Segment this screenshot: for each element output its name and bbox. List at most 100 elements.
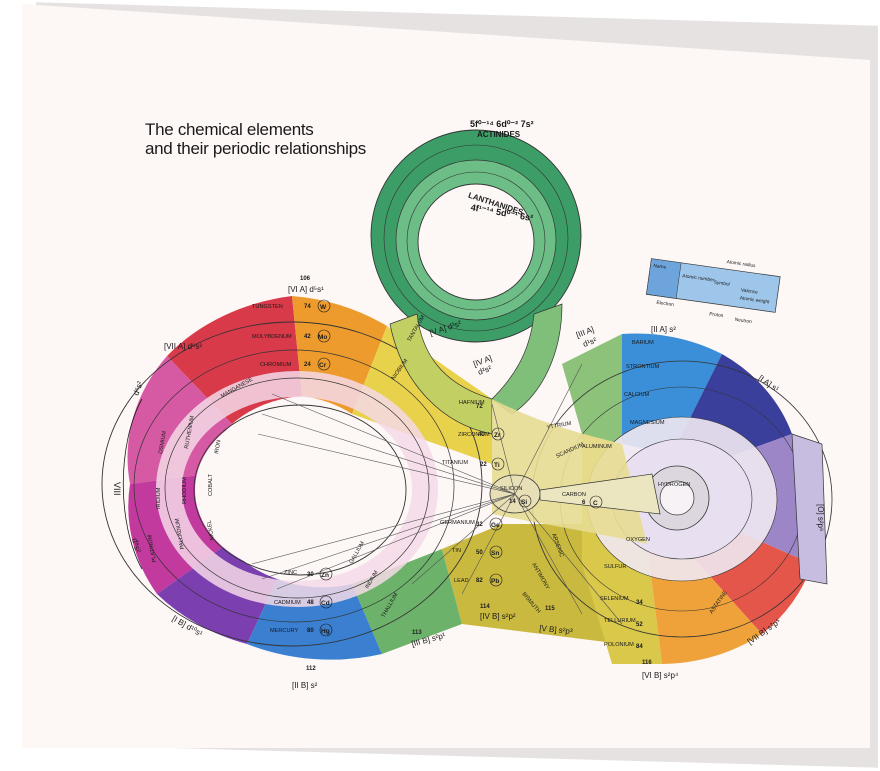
viii-bracket: [122, 398, 143, 570]
num-zn: 30: [307, 572, 314, 578]
title-line-2: and their periodic relationships: [145, 139, 366, 158]
loop-line-d: [406, 171, 546, 311]
page-title: The chemical elements and their periodic…: [145, 120, 366, 158]
el-hydrogen: HYDROGEN: [658, 482, 690, 488]
num-si: 14: [509, 499, 516, 505]
el-tungsten: TUNGSTEN: [252, 304, 283, 310]
el-titanium: TITANIUM: [442, 460, 468, 466]
num-se: 34: [636, 600, 643, 606]
num-te: 52: [636, 622, 643, 628]
el-osmium: OSMIUM: [158, 430, 168, 454]
carbon-wedge: [539, 473, 661, 515]
num-113: 113: [412, 630, 422, 636]
sym-cr-circle: [317, 357, 331, 371]
actinides-config: 5f⁰⁻¹⁴ 6d⁰⁻² 7s²: [470, 119, 534, 129]
group-vib: [VI B] s²p⁴: [642, 671, 679, 680]
el-carbon: CARBON: [562, 492, 586, 498]
sym-w: W: [320, 304, 327, 311]
num-mo: 42: [304, 334, 311, 340]
sector-yellow: [352, 326, 492, 464]
sym-ti: Ti: [494, 462, 500, 469]
num-115: 115: [545, 606, 555, 612]
el-molybdenum: MOLYBDENUM: [252, 334, 292, 340]
num-cd: 48: [307, 600, 314, 606]
el-strontium: STRONTIUM: [626, 364, 660, 370]
el-sulfur: SULFUR: [604, 564, 626, 570]
el-germanium: GERMANIUM: [440, 520, 475, 526]
left-ring: [101, 296, 622, 660]
num-zr: 40: [478, 432, 485, 438]
group-via: [VI A] d⁵s¹: [288, 285, 324, 294]
el-rhodium: RHODIUM: [182, 477, 188, 504]
group-iib: [II B] s²: [292, 681, 318, 690]
sym-zr: Zr: [494, 432, 501, 439]
legend-atomic-number: Atomic number: [682, 273, 715, 283]
sym-zr-circle: [491, 427, 505, 441]
sym-pb-circle: [489, 573, 503, 587]
el-polonium: POLONIUM: [604, 642, 634, 648]
legend-neutron: Neutron: [734, 317, 752, 325]
group-o: [O] s²p⁶: [816, 504, 825, 531]
num-hg: 80: [307, 628, 314, 634]
left-ring-hole: [195, 406, 405, 574]
num-c: 6: [582, 500, 586, 506]
title-line-1: The chemical elements: [145, 120, 314, 139]
el-oxygen: OXYGEN: [626, 537, 650, 543]
el-zirconium: ZIRCONIUM: [458, 432, 490, 438]
el-palladium: PALLADIUM: [175, 518, 186, 550]
sector-violet: [157, 544, 277, 644]
ring-line-4: [193, 404, 407, 576]
el-nickel: NICKEL: [207, 520, 216, 541]
group-vb: [V B] s²p³: [539, 624, 573, 636]
el-calcium: CALCIUM: [624, 392, 650, 398]
radial-lines: [251, 363, 623, 625]
el-iridium: IRIDIUM: [156, 487, 162, 509]
num-sn: 50: [476, 550, 483, 556]
sym-sn: Sn: [491, 550, 499, 557]
central-connector: [251, 363, 661, 625]
el-chromium: CHROMIUM: [260, 362, 292, 368]
sym-mo: Mo: [318, 334, 327, 341]
loop-line-b: [383, 144, 569, 332]
sym-ge-circle: [489, 517, 503, 531]
element-symbols: W Mo Cr Zr Ti Si C Ge Sn Pb Zn Cd Hg: [317, 299, 603, 637]
num-112: 112: [306, 666, 316, 672]
sym-si: Si: [521, 499, 527, 506]
el-platinum: PLATINUM: [147, 534, 158, 563]
el-barium: BARIUM: [632, 340, 654, 346]
sym-w-circle: [317, 299, 331, 313]
el-aluminum: ALUMINUM: [582, 444, 612, 450]
sym-hg: Hg: [321, 628, 330, 635]
legend-proton: Proton: [709, 311, 724, 319]
num-ti: 22: [480, 462, 487, 468]
right-ring: [531, 333, 833, 664]
num-ge: 32: [476, 522, 483, 528]
sym-zn: Zn: [321, 572, 329, 579]
el-tin: TIN: [452, 548, 461, 554]
sector-olive: [442, 524, 622, 644]
el-selenium: SELENIUM: [600, 596, 629, 602]
num-w: 74: [304, 304, 311, 310]
loop-line-a: [370, 129, 582, 343]
legend-text: Name Atomic radius Atomic number Symbol …: [653, 259, 770, 325]
ring-line-3: [164, 377, 430, 599]
sym-ti-circle: [491, 457, 505, 471]
sym-pb: Pb: [491, 578, 499, 585]
el-lead: LEAD: [454, 578, 469, 584]
legend-name-cell: [646, 258, 682, 299]
group-iia: [II A] s²: [651, 325, 676, 334]
el-cadmium: CADMIUM: [274, 600, 301, 606]
el-cobalt: COBALT: [208, 473, 214, 496]
legend-valence: Valence: [740, 287, 758, 295]
inner-light-band: [156, 371, 438, 607]
el-tellurium: TELLURIUM: [604, 618, 636, 624]
ring-line-2: [133, 349, 455, 623]
sym-zn-circle: [319, 567, 333, 581]
legend-symbol: Symbol: [713, 280, 730, 288]
el-ruthenium: RUTHENIUM: [184, 415, 196, 449]
el-yttrium: YTTRIUM: [546, 421, 572, 431]
ring-line-1: [101, 321, 483, 647]
top-loop: [370, 129, 582, 435]
el-hafnium: HAFNIUM: [459, 400, 485, 406]
group-viia: [VII A] d⁵s²: [164, 342, 202, 351]
